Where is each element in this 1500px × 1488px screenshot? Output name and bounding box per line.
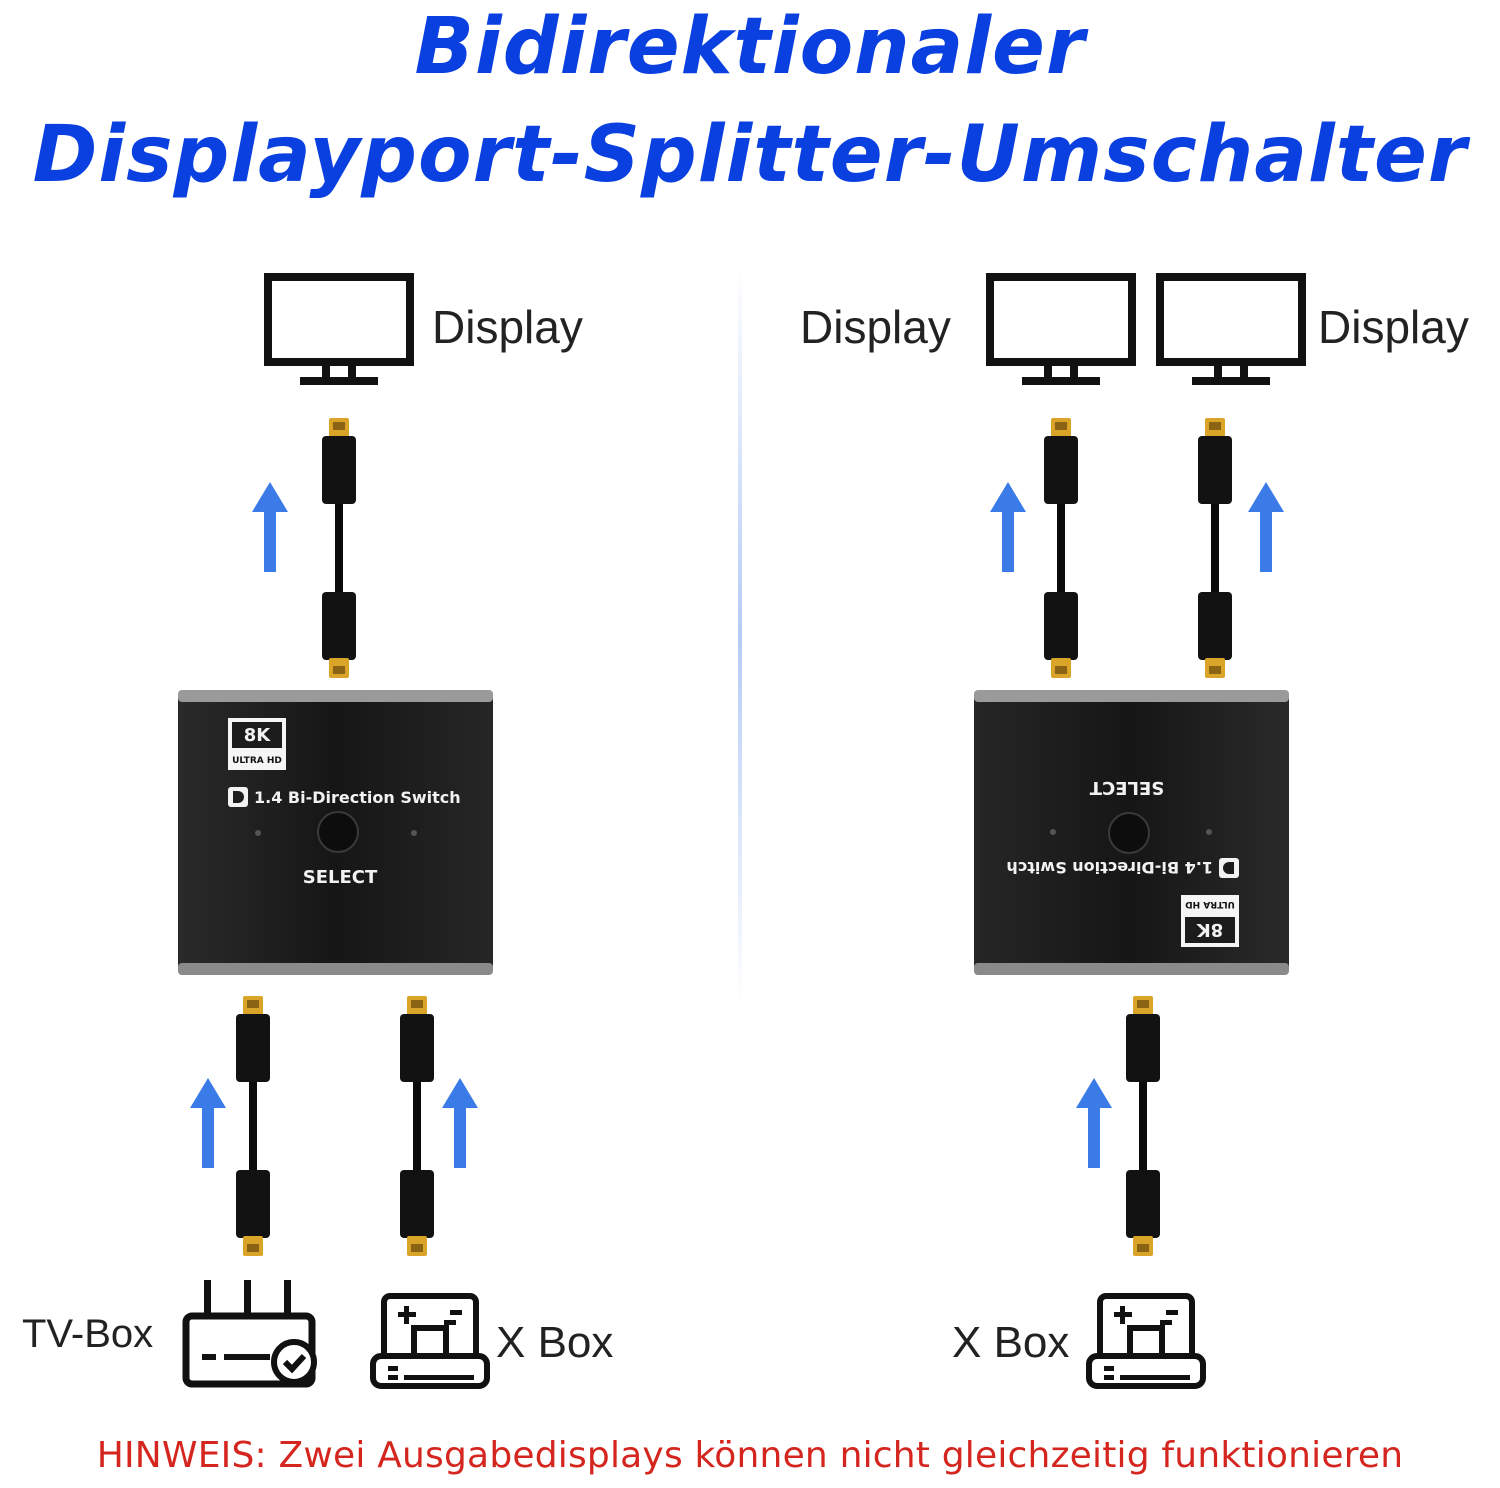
badge-ultra-hd: ULTRA HD [232,756,282,766]
select-label: SELECT [303,867,378,888]
monitor-icon [986,273,1136,388]
dp-cable [228,996,278,1256]
tv-box-icon [182,1280,322,1390]
dp-cable [392,996,442,1256]
select-button[interactable] [1108,812,1150,854]
badge-ultra-hd: ULTRA HD [1185,899,1235,909]
dp-logo-icon [1219,858,1239,878]
model-label: 1.4 Bi-Direction Switch [254,788,461,807]
warning-note: HINWEIS: Zwei Ausgabedisplays können nic… [96,1435,1404,1476]
display-label-right: Display [1318,301,1469,353]
badge-8k: 8K [244,725,272,746]
dp-cable [1118,996,1168,1256]
x-box-icon [1086,1290,1206,1390]
title-line-1: Bidirektionaler [414,2,1086,92]
panel-divider [738,265,742,1005]
dp-cable [1190,418,1240,678]
display-label-left: Display [800,301,951,353]
arrow-up-icon [988,482,1028,572]
model-label: 1.4 Bi-Direction Switch [1006,858,1213,877]
tv-box-label: TV-Box [22,1312,154,1356]
switch-device-flipped: 8K ULTRA HD 1.4 Bi-Direction Switch SELE… [974,690,1289,975]
dp-cable [314,418,364,678]
arrow-up-icon [188,1078,228,1168]
monitor-icon [264,273,414,388]
monitor-icon [1156,273,1306,388]
switch-device: 8K ULTRA HD 1.4 Bi-Direction Switch SELE… [178,690,493,975]
arrow-up-icon [440,1078,480,1168]
select-label: SELECT [1089,777,1164,798]
display-label: Display [432,301,583,353]
dp-logo-icon [228,787,248,807]
x-box-icon [370,1290,490,1390]
badge-8k: 8K [1196,919,1224,940]
x-box-label: X Box [952,1318,1070,1367]
arrow-up-icon [250,482,290,572]
arrow-up-icon [1246,482,1286,572]
select-button[interactable] [317,811,359,853]
arrow-up-icon [1074,1078,1114,1168]
dp-cable [1036,418,1086,678]
title-line-2: Displayport-Splitter-Umschalter [32,110,1468,200]
x-box-label: X Box [496,1318,614,1367]
